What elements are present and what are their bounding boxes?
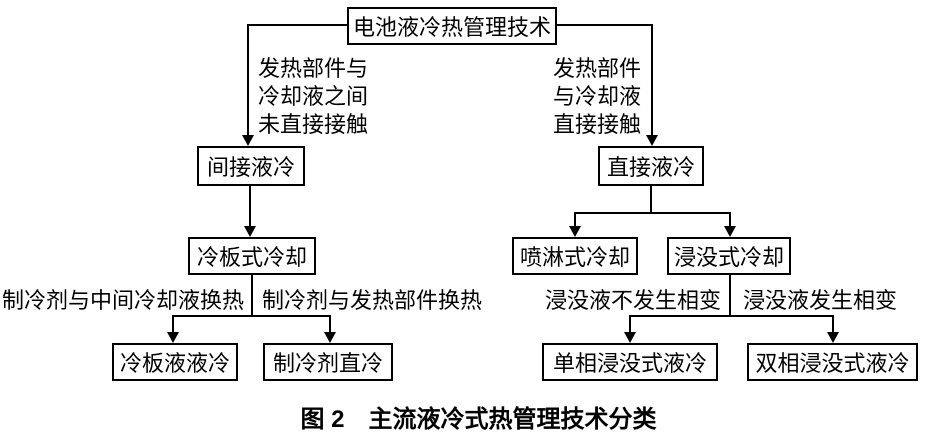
connector-root-right-horizontal [557, 24, 653, 26]
condition-no-phase-change: 浸没液不发生相变 [545, 288, 722, 313]
condition-heating-part-exchange: 制冷剂与发热部件换热 [262, 288, 483, 313]
arrowhead-into-spray [569, 226, 581, 237]
connector-root-left-horizontal [247, 24, 347, 26]
connector-root-right-vertical [651, 24, 653, 136]
condition-phase-change: 浸没液发生相变 [743, 288, 898, 313]
connector-to-spray [574, 212, 576, 228]
connector-to-single-phase [629, 315, 631, 333]
arrowhead-into-refrigerant-direct [324, 332, 336, 343]
connector-indirect-to-coldplate [249, 186, 251, 227]
node-indirect-liquid-cooling: 间接液冷 [197, 146, 305, 186]
figure-caption: 图 2 主流液冷式热管理技术分类 [300, 406, 657, 432]
condition-direct-contact: 发热部件 与冷却液 直接接触 [553, 56, 642, 137]
connector-immersion-stem [729, 275, 731, 317]
node-cold-plate-liquid-liquid: 冷板液液冷 [112, 343, 238, 381]
connector-root-left-vertical [247, 24, 249, 136]
node-dual-phase-immersion: 双相浸没式液冷 [747, 343, 918, 381]
connector-coldplate-bar [172, 315, 331, 317]
node-spray-cooling: 喷淋式冷却 [512, 237, 638, 275]
arrowhead-into-plate-liquid [167, 332, 179, 343]
connector-direct-bar [574, 212, 731, 214]
arrowhead-into-coldplate [244, 226, 256, 237]
node-cold-plate-cooling: 冷板式冷却 [188, 237, 316, 275]
node-single-phase-immersion: 单相浸没式液冷 [542, 343, 718, 381]
arrowhead-into-single-phase [624, 332, 636, 343]
arrowhead-into-dual-phase [827, 332, 839, 343]
node-direct-liquid-cooling: 直接液冷 [598, 146, 704, 186]
arrowhead-into-indirect [242, 135, 254, 146]
node-root: 电池液冷热管理技术 [347, 7, 557, 45]
node-immersion-cooling: 浸没式冷却 [667, 237, 791, 275]
arrowhead-into-immersion [724, 226, 736, 237]
connector-direct-stem [650, 186, 652, 214]
arrowhead-into-direct [646, 135, 658, 146]
node-refrigerant-direct-cooling: 制冷剂直冷 [263, 343, 393, 381]
connector-to-refrigerant-direct [329, 315, 331, 333]
connector-coldplate-stem [251, 275, 253, 317]
connector-immersion-bar [629, 315, 834, 317]
condition-intermediate-coolant-exchange: 制冷剂与中间冷却液换热 [2, 288, 245, 313]
condition-indirect-contact: 发热部件与 冷却液之间 未直接接触 [258, 56, 369, 137]
connector-to-immersion [729, 212, 731, 228]
connector-to-dual-phase [832, 315, 834, 333]
connector-to-plate-liquid [172, 315, 174, 333]
